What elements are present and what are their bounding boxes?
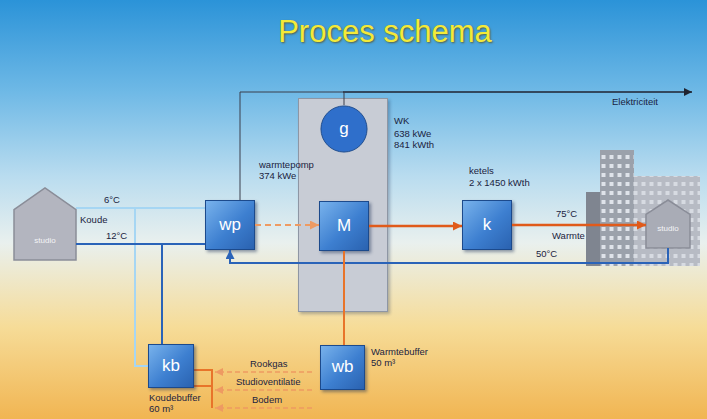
hot-water-pipe (369, 225, 462, 228)
node-label: g (339, 120, 348, 139)
node-caption: Koudebuffer 60 m³ (149, 392, 207, 415)
node-caption: ketels (469, 165, 529, 176)
heat-buffer-box: wbWarmtebuffer 50 m³ (320, 345, 365, 390)
flow-label: Elektriciteit (612, 96, 658, 107)
power-line (240, 92, 344, 200)
node-label: kb (162, 357, 180, 376)
node-caption: 638 kWe 841 kWth (394, 128, 440, 151)
electricity-line (343, 91, 692, 93)
flow-label: 50°C (536, 248, 557, 259)
node-caption: warmtepomp 374 kWe (259, 159, 319, 182)
flow-label: 6°C (104, 194, 120, 205)
source-arrow (215, 407, 312, 409)
studio-building: studio (14, 188, 76, 260)
cold-supply-line (76, 207, 205, 209)
house-shape (14, 188, 76, 260)
flow-label: 75°C (556, 208, 577, 219)
flow-label: Studioventilatie (236, 376, 300, 387)
source-arrow (215, 371, 312, 373)
node-label: k (483, 216, 492, 235)
heat-pump-box: wpwarmtepomp 374 kWe (205, 200, 255, 250)
node-caption: 2 x 1450 kWth (469, 177, 559, 188)
cold-buffer-pipe (162, 244, 205, 344)
node-label: wb (332, 358, 354, 377)
flow-label: Warmte (552, 230, 585, 241)
cold-buffer-line (135, 208, 148, 366)
boiler-box: kketels2 x 1450 kWth (462, 200, 512, 250)
house-outline (14, 188, 76, 260)
node-caption: WK (394, 115, 440, 126)
diagram-title: Proces schema (230, 14, 540, 50)
studio-building: studio (646, 200, 690, 248)
node-label: studio (34, 237, 55, 246)
flow-label: Rookgas (250, 358, 288, 369)
building-tower (600, 150, 634, 266)
heat-transfer-arrow (255, 224, 319, 226)
cold-buffer-box: kbKoudebuffer 60 m³ (148, 344, 194, 388)
hot-water-pipe (512, 224, 646, 227)
source-arrow (215, 389, 312, 391)
flow-label: 12°C (106, 230, 127, 241)
building-windows (600, 150, 634, 266)
node-label: M (337, 217, 351, 236)
generator-circle: g (320, 105, 368, 153)
node-caption: Warmtebuffer 50 m³ (371, 346, 437, 369)
return-pipe (230, 248, 668, 263)
motor-box: M (319, 201, 369, 251)
node-label: studio (657, 225, 678, 234)
house-shape (646, 200, 690, 248)
flow-label: Bodem (252, 394, 282, 405)
generator-disc (321, 106, 367, 152)
flow-label: Koude (80, 214, 107, 225)
house-outline (646, 200, 690, 248)
buffer-pipe (343, 251, 345, 345)
node-label: wp (219, 216, 241, 235)
